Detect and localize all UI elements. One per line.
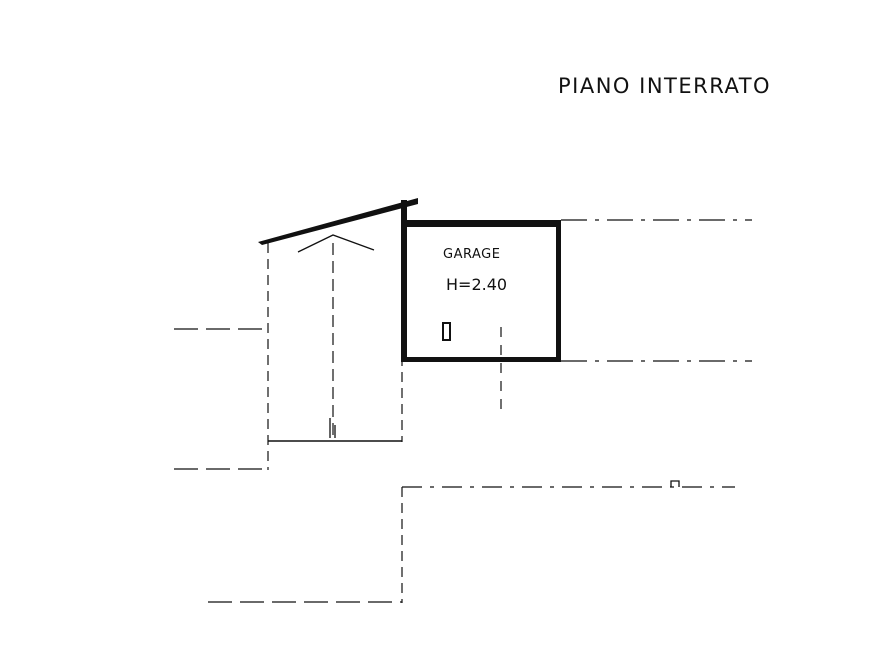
- garage-walls: [401, 200, 561, 362]
- lower-outline-notch: [670, 480, 680, 487]
- garage-name-label: GARAGE: [443, 247, 500, 262]
- roof-slope-line: [258, 198, 418, 245]
- left-boundary: [174, 328, 268, 470]
- plan-title: PIANO INTERRATO: [558, 74, 771, 98]
- garage-height-label: H=2.40: [446, 275, 507, 294]
- garage-marker-icon: [442, 322, 451, 341]
- ramp-arrow-head: [297, 234, 375, 253]
- ramp-area: [258, 198, 418, 470]
- garage-top-wall: [401, 220, 561, 227]
- garage-left-wall: [401, 200, 407, 362]
- garage-right-wall: [556, 220, 561, 362]
- right-boundary: [561, 219, 752, 362]
- garage-bottom-wall: [401, 357, 561, 362]
- lower-outline: [208, 480, 735, 603]
